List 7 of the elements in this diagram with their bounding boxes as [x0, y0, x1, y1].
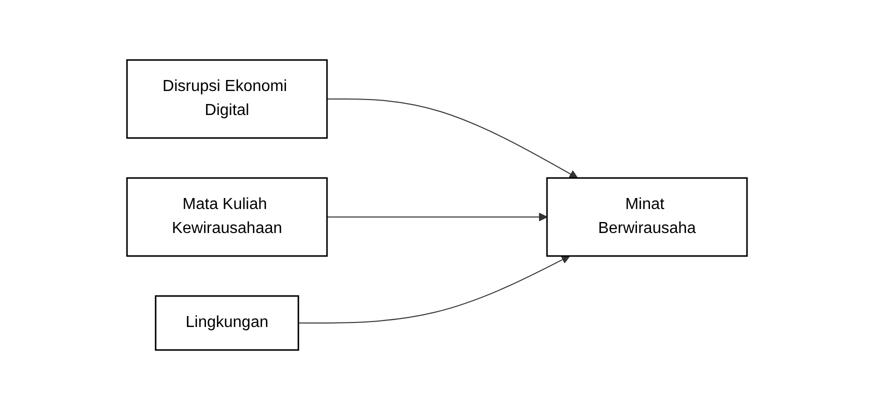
arrow: [298, 256, 570, 324]
arrow: [326, 98, 578, 178]
node-box: Lingkungan: [154, 295, 300, 351]
arrow: [326, 212, 548, 222]
node-box: Minat Berwirausaha: [546, 177, 748, 257]
node-box: Disrupsi Ekonomi Digital: [126, 59, 328, 139]
node-box: Mata Kuliah Kewirausahaan: [126, 177, 328, 257]
